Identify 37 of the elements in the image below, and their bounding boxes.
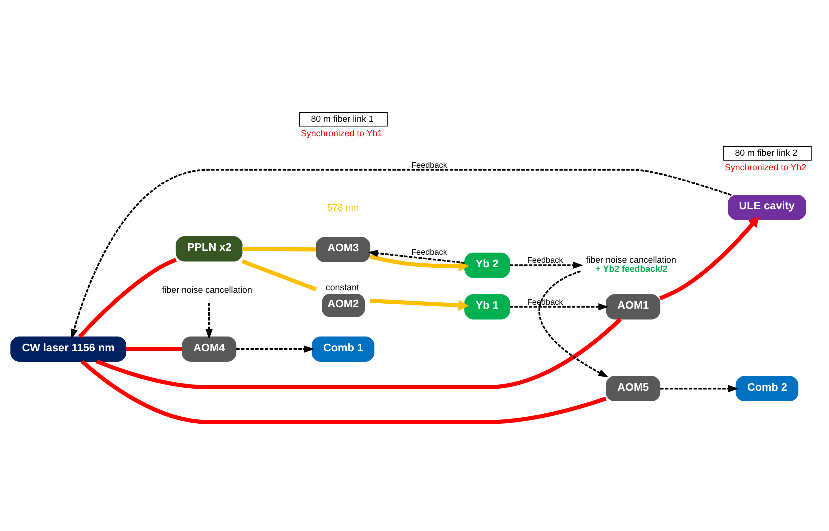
node-box: PPLN x2 xyxy=(176,236,243,262)
arrow xyxy=(206,303,213,340)
node-box: 80 m fiber link 2 xyxy=(723,146,812,161)
arrow xyxy=(659,216,760,301)
label: 578 nm xyxy=(327,202,360,214)
node-box: AOM3 xyxy=(316,237,371,262)
node-box: Comb 2 xyxy=(736,376,799,402)
node-text: fiber noise cancellation xyxy=(162,285,252,296)
connector xyxy=(96,318,622,390)
arrow xyxy=(660,385,739,392)
connector xyxy=(80,360,607,424)
node-box: CW laser 1156 nm xyxy=(10,336,127,362)
node-box: AOM2 xyxy=(322,294,366,318)
node-box: Yb 1 xyxy=(464,294,510,320)
arrow xyxy=(510,304,609,311)
node-label: Synchronized to Yb1 xyxy=(301,128,383,138)
connector xyxy=(126,347,182,352)
node-box: AOM4 xyxy=(182,336,237,362)
node-box: AOM1 xyxy=(606,294,661,320)
node-label: Synchronized to Yb2 xyxy=(724,162,807,172)
arrow xyxy=(370,254,470,272)
node-label: constant xyxy=(326,282,360,292)
connector xyxy=(78,258,178,338)
arrow xyxy=(70,169,732,340)
node-box: Comb 1 xyxy=(312,336,375,362)
node-box: ULE cavity xyxy=(728,194,806,220)
connector xyxy=(242,260,317,292)
node-text: fiber noise cancellation + Yb2 feedback/2 xyxy=(586,255,676,274)
arrow xyxy=(368,250,465,264)
arrow xyxy=(236,346,315,353)
connector xyxy=(242,247,316,252)
node-box: Yb 2 xyxy=(464,252,510,278)
node-box: 80 m fiber link 1 xyxy=(299,112,388,127)
arrow xyxy=(538,270,609,378)
arrow xyxy=(510,262,584,270)
node-box: AOM5 xyxy=(606,376,661,402)
arrow xyxy=(370,298,470,312)
